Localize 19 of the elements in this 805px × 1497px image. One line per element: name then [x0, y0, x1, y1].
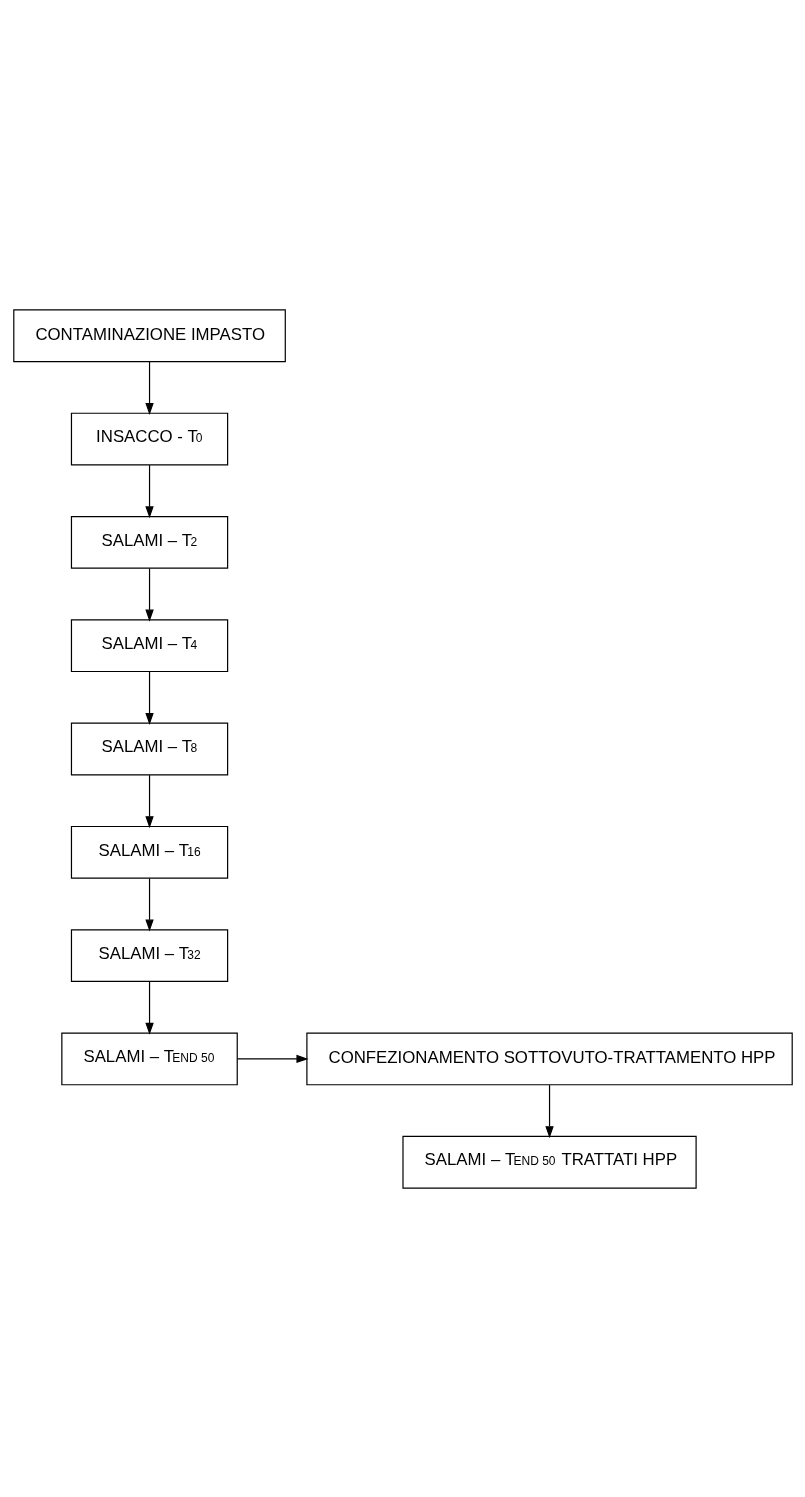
arrow	[144, 980, 154, 1035]
arrow	[144, 877, 154, 932]
node-box: SALAMI – TEND 50	[60, 1032, 238, 1085]
node-box: SALAMI – T2	[70, 515, 228, 569]
arrow	[144, 670, 154, 725]
node-box: INSACCO - T0	[70, 412, 228, 465]
node-box: CONTAMINAZIONE IMPASTO	[12, 308, 286, 362]
arrow	[144, 774, 154, 828]
arrow	[144, 567, 154, 622]
node-box: SALAMI – TEND 50 TRATTATI HPP	[401, 1135, 697, 1189]
arrow	[144, 360, 154, 415]
arrow	[544, 1083, 554, 1138]
arrow	[236, 1054, 308, 1063]
node-box: SALAMI – T8	[70, 722, 228, 775]
node-box: SALAMI – T32	[70, 928, 228, 982]
node-box: SALAMI – T16	[70, 825, 228, 879]
arrow	[144, 464, 154, 518]
node-box: SALAMI – T4	[70, 618, 228, 672]
node-box: CONFEZIONAMENTO SOTTOVUTO-TRATTAMENTO HPP	[305, 1032, 793, 1085]
